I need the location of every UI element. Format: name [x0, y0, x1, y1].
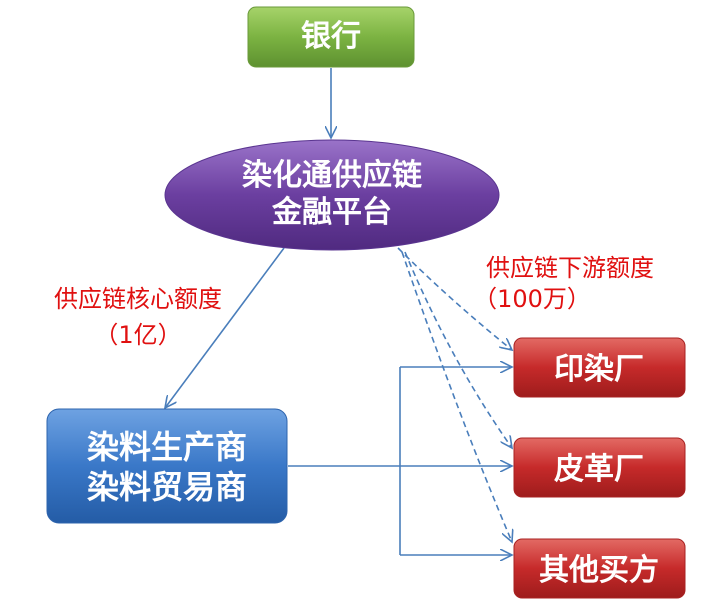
connectors [165, 68, 512, 555]
platform-label-line1: 染化通供应链 [242, 158, 422, 193]
platform-label-line2: 金融平台 [271, 195, 392, 230]
downstream-credit-annotation: 供应链下游额度 （100万） [473, 254, 654, 313]
buyer-label-other: 其他买方 [539, 553, 659, 588]
producer-label-line2: 染料贸易商 [87, 468, 247, 506]
downstream-credit-line2: （100万） [473, 285, 591, 313]
platform-to-producer-arrow [165, 247, 285, 408]
producer-label-line1: 染料生产商 [87, 428, 247, 466]
buyer-node-yinranchang: 印染厂 [513, 337, 686, 398]
core-credit-line2: （1亿） [94, 321, 181, 349]
buyer-node-other: 其他买方 [513, 538, 686, 599]
downstream-credit-line1: 供应链下游额度 [486, 254, 654, 282]
producer-node: 染料生产商 染料贸易商 [46, 408, 288, 524]
bank-label: 银行 [301, 19, 361, 54]
platform-to-yinranchang-dashed [397, 247, 512, 350]
platform-to-other-buyers-dashed [401, 251, 512, 542]
core-credit-line1: 供应链核心额度 [54, 285, 222, 313]
buyer-node-pigechang: 皮革厂 [513, 437, 686, 498]
buyer-label-yinranchang: 印染厂 [554, 352, 644, 387]
bank-node: 银行 [247, 6, 415, 68]
platform-node: 染化通供应链 金融平台 [164, 139, 500, 251]
platform-to-pigechang-dashed [404, 251, 512, 448]
core-credit-annotation: 供应链核心额度 （1亿） [54, 285, 222, 349]
buyer-label-pigechang: 皮革厂 [554, 452, 644, 487]
